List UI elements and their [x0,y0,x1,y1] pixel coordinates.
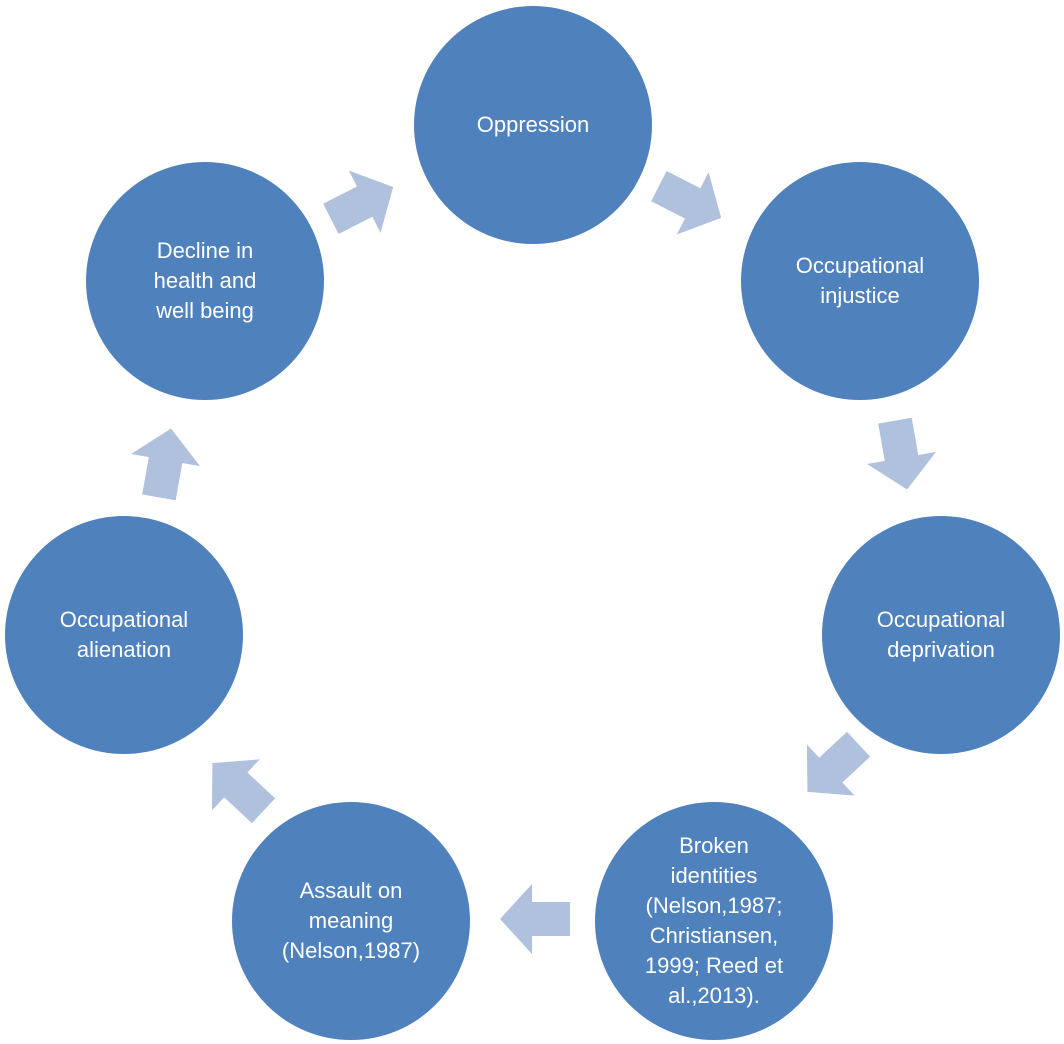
node-occupational-deprivation: Occupational deprivation [822,516,1060,754]
node-decline-in-health: Decline in health and well being [86,162,324,400]
node-broken-identities: Broken identities (Nelson,1987; Christia… [595,802,833,1040]
node-label: Occupational deprivation [876,607,1006,662]
arrow-icon [867,417,936,490]
node-label: Occupational alienation [59,607,189,662]
arrow-icon [806,731,871,796]
node-oppression: Oppression [414,6,652,244]
arrow-icon [500,884,570,954]
node-label: Decline in health and well being [153,238,257,323]
arrow-icon [651,170,722,235]
arrow-icon [323,170,394,235]
node-occupational-injustice: Occupational injustice [741,162,979,400]
arrow-icon [131,428,200,501]
node-assault-on-meaning: Assault on meaning (Nelson,1987) [232,802,470,1040]
node-occupational-alienation: Occupational alienation [5,516,243,754]
node-label: Assault on meaning (Nelson,1987) [281,878,421,963]
node-label: Occupational injustice [795,253,925,308]
node-label: Broken identities (Nelson,1987; Christia… [644,833,784,1008]
arrow-icon [211,759,276,824]
node-label: Oppression [476,112,590,137]
